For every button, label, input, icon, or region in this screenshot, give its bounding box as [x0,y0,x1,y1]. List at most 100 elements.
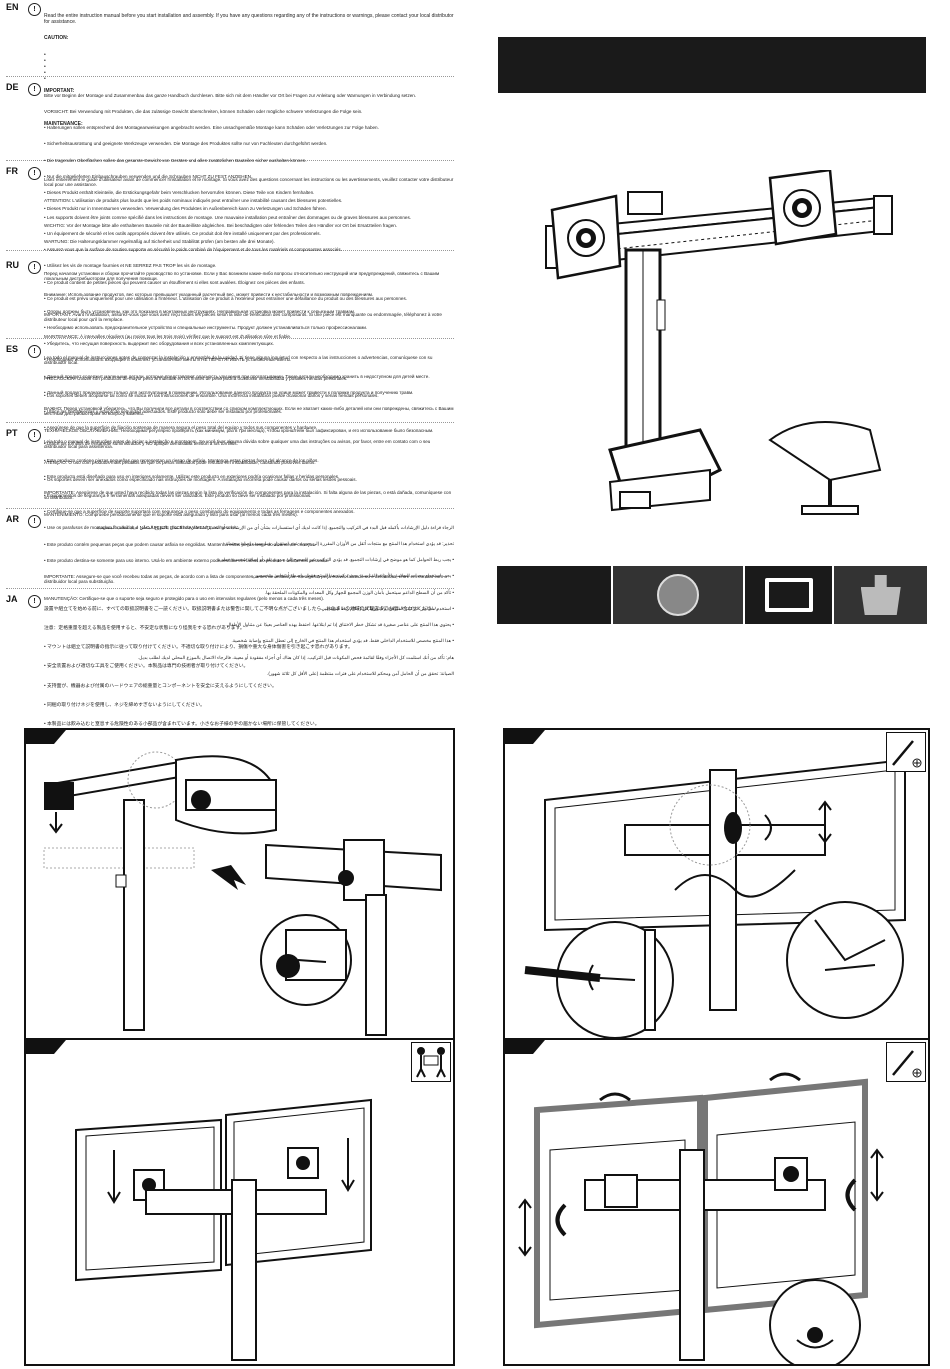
spec-cell-weight [834,566,927,624]
lang-text: هام: تأكد من أنك استلمت كل الأجزاء وفقًا… [137,654,454,660]
warning-icon: ! [28,429,41,442]
lang-text: • マウントは組立て説明書の指示に従って取り付けてください。不適切な取り付けによ… [44,645,353,651]
lang-text: • Equipamentos de segurança e ferramenta… [44,492,312,498]
lang-code: RU [6,260,19,270]
lang-text: • يحتوي هذا المنتج على عناصر صغيرة قد تش… [225,622,454,628]
title-bar [498,37,926,93]
warning-icon: ! [28,345,41,358]
vesa-icon [657,574,700,616]
lang-text: • Ce produit est prévu uniquement pour u… [44,295,408,301]
lang-text: • Un équipement de sécurité et les outil… [44,230,321,236]
warning-icon: ! [28,261,41,274]
caution-label: CAUTION: [44,34,69,41]
two-person-lift-icon [416,1047,446,1078]
weight-icon [860,575,901,615]
lang-text: • Убедитесь, что несущая поверхность выд… [44,341,275,347]
lang-code: DE [6,82,19,92]
lang-text: Перед началом установки и сборки прочита… [44,270,441,282]
lang-section-pt: PT ! Leia todo o manual de instruções an… [6,428,454,601]
warning-icon: ! [28,3,41,16]
lang-text: • Необходимо использовать предохранитель… [44,324,368,330]
bullet-list: ••••• [44,51,46,82]
lang-code: EN [6,2,19,12]
spec-cell-screen [744,566,833,624]
lang-text: الرجاء قراءة دليل الإرشادات بأكمله قبل ا… [95,524,454,530]
step-tab [505,730,545,744]
lang-text: • استخدم مسامير التركيب المتوفرة ولا تفر… [321,605,454,611]
important-label: IMPORTANT: [44,87,75,94]
lang-text: • Este produto destina-se somente para u… [44,557,329,563]
lang-text: Read the entire instruction manual befor… [44,12,455,25]
lang-code: PT [6,428,18,438]
spec-cell-blank [497,566,612,624]
lang-text: • Необходимо использовать входящие в ком… [44,357,292,363]
lang-text: ВАЖНО: Перед установкой убедитесь, что В… [44,405,455,417]
lang-text: • Les supports doivent être joints comme… [44,214,412,220]
lang-section-en: EN ! Read the entire instruction manual … [6,2,455,127]
lang-section-ru: RU ! Перед началом установки и сборки пр… [6,260,454,433]
lang-text: • Este produto contém pequenas peças que… [44,541,316,547]
lang-text: 設置や組立てを始める前に、すべての取扱説明書をご一読ください。取扱説明書または警… [44,606,442,612]
lang-code: ES [6,344,19,354]
lang-text: • يجب استخدام معدات السلامة والأدوات الم… [251,573,454,579]
lang-text: Bitte vor Beginn der Montage und Zusamme… [44,92,417,98]
lang-text: • Los soportes deben acoplarse tal como … [44,392,379,398]
lang-text: تحذير: قد يؤدي استخدام هذا المنتج مع منت… [224,541,454,547]
lang-text: IMPORTANTE: Asegúrese de que usted haya … [44,489,453,501]
warning-icon: ! [28,595,41,608]
lang-text: • Este producto contiene piezas pequeñas… [44,457,319,463]
lang-text: • 安全装置および適切な工具をご使用ください。本製品は専門の技術者が取り付けてく… [44,664,249,670]
lang-text: • Este producto está diseñado para uso e… [44,473,340,479]
lang-text: • Utilisez les vis de montage fournies e… [44,263,217,269]
tool-box-screwdriver [886,1042,926,1082]
lang-code: JA [6,594,18,604]
warning-icon: ! [28,167,41,180]
lang-text: VORSICHT: Bei Verwendung mit Produkten, … [44,109,363,115]
lang-text: IMPORTANTE: Assegure-se que você recebeu… [44,573,449,585]
tool-box-screwdriver [886,732,926,772]
lang-section-ar: AR ! الرجاء قراءة دليل الإرشادات بأكمله … [6,514,454,676]
lang-text: • Asegúrese de que la superficie de fija… [44,425,318,431]
step-tab [26,730,66,744]
lang-text: ATTENTION: L'utilisation de produits plu… [44,198,343,204]
lang-text: MAINTENANCE: À intervalles réguliers (au… [44,333,292,339]
lang-text: • 支持面が、機器および付属のハードウェアの総重量とコンポーネントを安全に支える… [44,683,277,689]
screwdriver-icon [892,1050,922,1078]
lang-text: WARTUNG: Die Halterungsklammer regelmäßi… [44,238,275,244]
lang-section-de: DE ! Bitte vor Beginn der Montage und Zu… [6,82,454,244]
lang-text: • Use os parafusos de montagem fornecido… [44,525,238,531]
monitor-icon [764,578,813,612]
lang-text: • Die tragenden Oberflächen sollen das g… [44,157,307,163]
maintenance-label: MAINTENANCE: [44,120,83,127]
lang-text: • Halterungen sollen entsprechend den Mo… [44,125,379,131]
lang-code: AR [6,514,19,524]
lang-text: IMPORTANT: Avant l'installation, assurez… [44,311,444,323]
step-tab [26,1040,66,1054]
step-panel-3 [24,1038,455,1366]
tool-box-two-person [411,1042,451,1082]
lang-text: MANTENIMIENTO: Compruebe periódicamente … [44,511,298,517]
lang-text: • Данный продукт содержит маленькие дета… [44,373,430,379]
step-panel-4 [503,1038,930,1366]
lang-text: • هذا المنتج مخصص للاستخدام الداخلي فقط.… [231,638,455,644]
lang-text: • تأكد من أن السطح الداعم سيتحمل بأمان ا… [264,589,454,595]
lang-text: Внимание: Использование продуктов, вес к… [44,292,374,298]
lang-section-es: ES ! Lea todo el manual de instrucciones… [6,344,454,517]
lang-text: ATENÇÃO: O uso com produtos mais pesados… [44,460,316,466]
lang-text: الصيانة: تحقق من أن الحامل آمن ومحكم للا… [267,670,454,676]
lang-section-ja: JA ! 設置や組立てを始める前に、すべての取扱説明書をご一読ください。取扱説明… [6,594,454,791]
lang-text: 注意：定格重量を超える製品を使用すると、不安定な状態になり怪我をする恐れがありま… [44,626,245,632]
lang-text: • Опоры должны быть установлены, как это… [44,308,356,314]
lang-text: Leia todo o manual de instruções antes d… [44,438,432,450]
product-illustration [530,170,910,530]
lang-section-fr: FR ! Lisez entièrement le guide d'utilis… [6,166,455,339]
lang-text: Lea todo el manual de instrucciones ante… [44,354,434,366]
lang-text: MANUTENÇÃO: Certifique-se que o suporte … [44,595,325,601]
lang-text: Lisez entièrement le guide d'utilisateur… [44,176,455,188]
lang-text: • Utilice los tornillos de ensamble sumi… [44,441,238,447]
lang-text: • Nur die mitgelieferten Einbauschrauben… [44,173,253,179]
lang-text: • 同梱の取り付けネジを使用し、ネジを締めすぎないようにしてください。 [44,702,205,708]
lang-text: • Ce produit contient de petites pièces … [44,279,305,285]
lang-text: • Sicherheitsausrüstung und geeignete We… [44,141,328,147]
spec-icons-row [497,566,927,624]
